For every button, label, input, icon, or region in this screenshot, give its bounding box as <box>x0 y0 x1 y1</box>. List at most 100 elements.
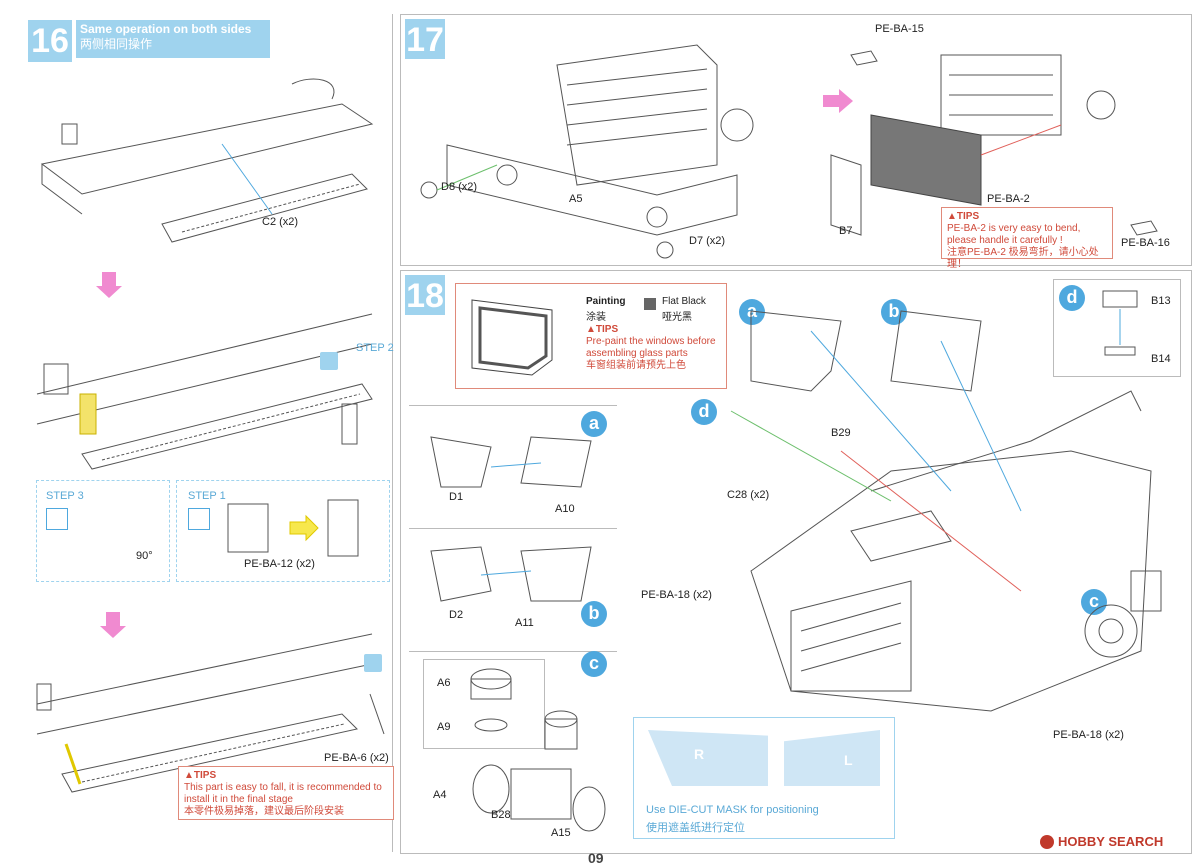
step17-number: 17 <box>405 19 445 59</box>
page-number: 09 <box>588 850 604 866</box>
step18-number: 18 <box>405 275 445 315</box>
step17-label-a5: A5 <box>569 193 583 205</box>
label-a10: A10 <box>555 503 575 515</box>
drop-icon-2 <box>364 654 382 672</box>
label-b29: B29 <box>831 427 851 439</box>
step17-tips-cn: 注意PE-BA-2 极易弯折，请小心处理！ <box>947 247 1099 270</box>
mask-en: Use DIE-CUT MASK for positioning <box>646 804 819 816</box>
label-a6: A6 <box>437 677 451 689</box>
step3-icon <box>46 508 68 530</box>
pink-right-arrow-head <box>839 89 853 113</box>
sub-c-sketch <box>470 668 606 832</box>
mask-l-shape <box>784 730 880 786</box>
step16-tips-title: ▲TIPS <box>184 770 217 781</box>
step16-header-en: Same operation on both sides <box>80 22 252 36</box>
step18-panel: 18 Painting 涂装 Flat Black 哑光黑 ▲TIPS Pre-… <box>400 270 1192 854</box>
step16-label-step1: STEP 1 <box>188 490 226 502</box>
painting-box: Painting 涂装 Flat Black 哑光黑 ▲TIPS Pre-pai… <box>455 283 727 389</box>
vehicle-body-sketch <box>730 310 1162 712</box>
step18-tips-en2: assembling glass parts <box>586 348 688 359</box>
label-d1: D1 <box>449 491 464 503</box>
mask-l-label: L <box>844 752 853 768</box>
label-b13: B13 <box>1151 295 1171 307</box>
pink-down-arrow-1-head <box>96 286 122 298</box>
sub-d-box <box>1053 279 1181 377</box>
label-a9: A9 <box>437 721 451 733</box>
step18-tips-en1: Pre-paint the windows before <box>586 336 716 347</box>
mask-inset: R L Use DIE-CUT MASK for positioning 使用遮… <box>633 717 895 839</box>
step16-tips: ▲TIPS This part is easy to fall, it is r… <box>178 766 394 820</box>
step16-header-cn: 两侧相同操作 <box>80 37 153 51</box>
painting-label-cn: 涂装 <box>586 312 606 323</box>
step17-panel: 17 D8 (x2) A5 D7 (x2) PE-BA- <box>400 14 1192 270</box>
sub-d-sketch <box>1102 290 1138 356</box>
color-name-cn: 哑光黑 <box>662 312 692 323</box>
window-frame-sketch <box>471 299 553 376</box>
step16-tips-en1: This part is easy to fall, it is recomme… <box>184 782 382 793</box>
step16-chassis-sketch-1 <box>40 78 374 243</box>
step16-label-peba12: PE-BA-12 (x2) <box>244 558 315 570</box>
step17-mesh-sketch <box>830 50 1158 236</box>
sub-a-sketch <box>430 436 592 488</box>
step16-sub-step3 <box>36 480 170 582</box>
step17-label-d7: D7 (x2) <box>689 235 726 247</box>
step16-chassis-sketch-3 <box>36 633 385 793</box>
step16-label-angle: 90° <box>136 550 153 562</box>
mask-r-shape <box>648 730 768 786</box>
sub-a-circle-left: a <box>581 411 607 437</box>
sub-b-circle-main: b <box>881 299 907 325</box>
sub-c-circle-left: c <box>581 651 607 677</box>
step16-bracket-sketch <box>227 499 359 557</box>
subassembly-a-box <box>409 405 617 529</box>
pink-right-arrow <box>823 95 839 107</box>
step17-tips-en1: PE-BA-2 is very easy to bend, <box>947 223 1081 234</box>
step1-icon <box>188 508 210 530</box>
sub-d-circle-main: d <box>691 399 717 425</box>
label-a11: A11 <box>515 617 534 629</box>
pink-down-arrow-2 <box>106 612 120 626</box>
pink-down-arrow-2-head <box>100 626 126 638</box>
step17-tips: ▲TIPS PE-BA-2 is very easy to bend, plea… <box>941 207 1113 270</box>
step17-label-peba16: PE-BA-16 <box>1121 237 1170 249</box>
sub-d-circle-box: d <box>1059 285 1085 311</box>
step16-sub-step1 <box>176 480 390 582</box>
label-c28: C28 (x2) <box>727 489 770 501</box>
label-b28: B28 <box>491 809 511 821</box>
step18-tips: ▲TIPS Pre-paint the windows before assem… <box>586 324 716 372</box>
label-peba18-right: PE-BA-18 (x2) <box>1053 729 1124 741</box>
step16-label-c2: C2 (x2) <box>262 216 299 228</box>
step17-front-grille-sketch <box>420 44 754 259</box>
watermark-text: HOBBY SEARCH <box>1058 834 1164 849</box>
step16-header: Same operation on both sides 两侧相同操作 <box>76 20 270 58</box>
sub-b-circle-left: b <box>581 601 607 627</box>
step17-tips-en2: please handle it carefully ! <box>947 235 1063 246</box>
step16-label-peba6: PE-BA-6 (x2) <box>324 752 389 764</box>
flat-black-swatch <box>644 298 656 310</box>
label-peba18-left: PE-BA-18 (x2) <box>641 589 712 601</box>
step16-number: 16 <box>28 20 72 62</box>
label-b14: B14 <box>1151 353 1171 365</box>
step17-label-peba2: PE-BA-2 <box>987 193 1030 205</box>
pink-down-arrow-1 <box>102 272 116 286</box>
sub-c-circle-main: c <box>1081 589 1107 615</box>
step16-chassis-sketch-2 <box>36 313 373 470</box>
step17-label-d8: D8 (x2) <box>441 181 478 193</box>
step18-tips-cn: 车窗组装前请预先上色 <box>586 360 686 371</box>
mask-cn: 使用遮盖纸进行定位 <box>646 822 745 834</box>
step17-tips-title: ▲TIPS <box>947 211 980 222</box>
step17-label-peba15: PE-BA-15 <box>875 23 924 35</box>
label-a15: A15 <box>551 827 571 839</box>
label-d2: D2 <box>449 609 464 621</box>
step16-tips-cn: 本零件极易掉落，建议最后阶段安装 <box>184 806 344 817</box>
watermark-logo-icon <box>1040 834 1054 849</box>
step18-tips-title: ▲TIPS <box>586 324 619 335</box>
painting-label: Painting <box>586 296 626 307</box>
step17-label-b7: B7 <box>839 225 853 237</box>
step16-tips-en2: install it in the final stage <box>184 794 293 805</box>
sub-c-detail-box <box>423 659 545 749</box>
step16-label-step3: STEP 3 <box>46 490 84 502</box>
sub-b-sketch <box>430 546 592 602</box>
drop-icon-1 <box>320 352 338 370</box>
label-a4: A4 <box>433 789 447 801</box>
mask-r-label: R <box>694 746 705 762</box>
